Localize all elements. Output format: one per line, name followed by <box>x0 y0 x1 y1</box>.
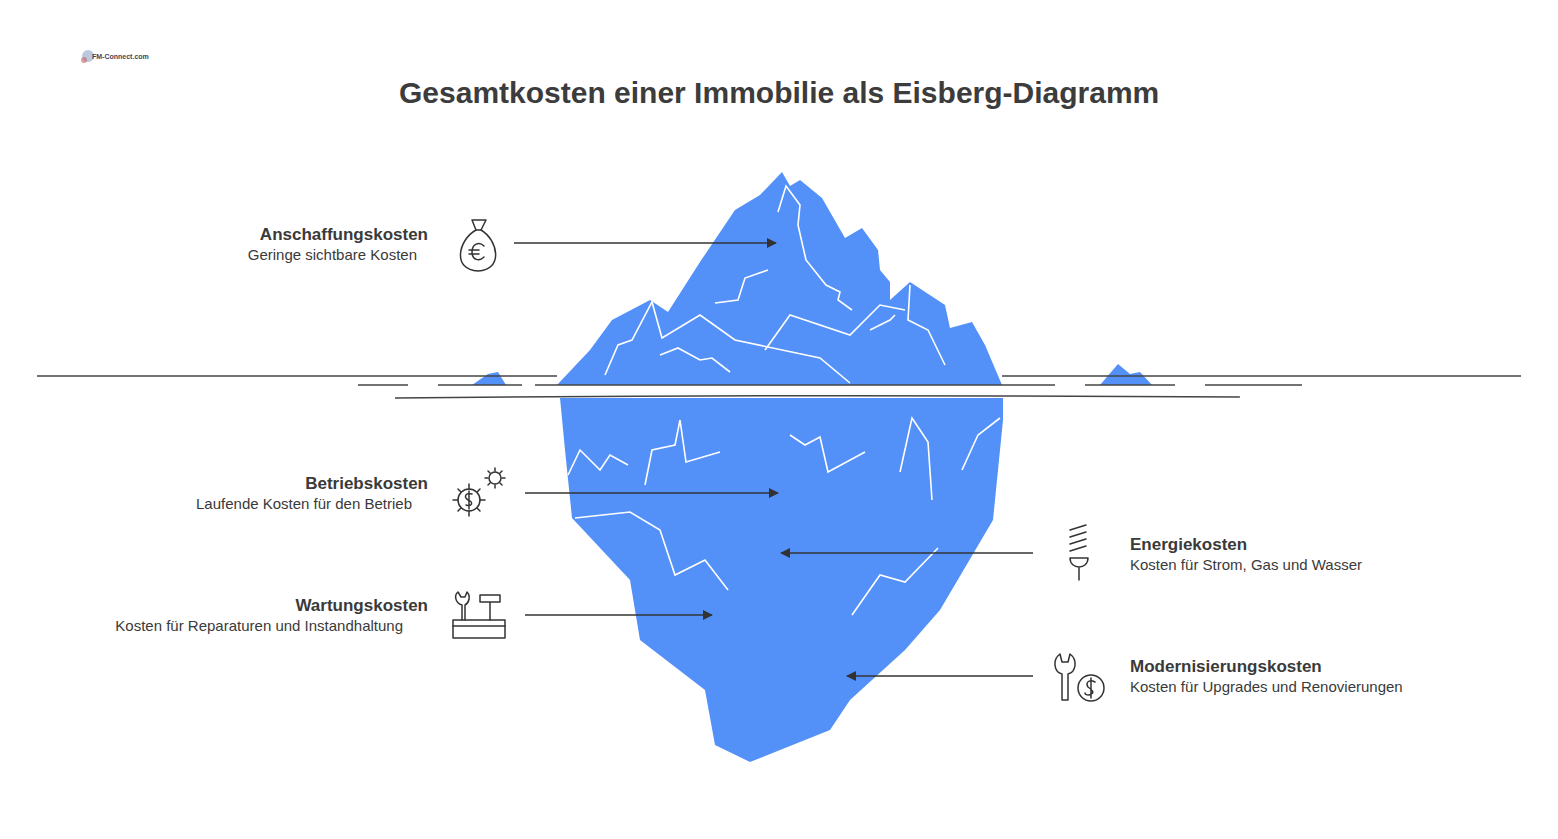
ice-cracks <box>568 186 1000 615</box>
logo-text: FM-Connect.com <box>92 53 149 60</box>
cost-heading: Energiekosten <box>1130 535 1247 555</box>
cost-heading: Modernisierungskosten <box>1130 657 1322 677</box>
iceberg-bottom <box>560 398 1003 762</box>
cost-description: Laufende Kosten für den Betrieb <box>196 495 412 512</box>
leader-arrow <box>514 243 1033 676</box>
cost-heading: Betriebskosten <box>305 474 428 494</box>
money-bag-icon <box>460 220 495 271</box>
wrench-dollar-icon <box>1055 654 1104 701</box>
cost-description: Kosten für Strom, Gas und Wasser <box>1130 556 1362 573</box>
ice-bit <box>472 372 506 385</box>
iceberg-top <box>557 172 1002 385</box>
cost-heading: Anschaffungskosten <box>260 225 428 245</box>
cost-description: Geringe sichtbare Kosten <box>248 246 417 263</box>
ice-bit <box>1100 364 1152 385</box>
gears-icon <box>453 468 505 516</box>
cost-description: Kosten für Upgrades und Renovierungen <box>1130 678 1403 695</box>
cost-description: Kosten für Reparaturen und Instandhaltun… <box>115 617 403 634</box>
cost-heading: Wartungskosten <box>295 596 428 616</box>
toolbox-icon <box>453 592 505 638</box>
diagram-title: Gesamtkosten einer Immobilie als Eisberg… <box>399 76 1159 110</box>
bulb-icon <box>1070 525 1088 580</box>
water-line <box>37 376 1521 398</box>
